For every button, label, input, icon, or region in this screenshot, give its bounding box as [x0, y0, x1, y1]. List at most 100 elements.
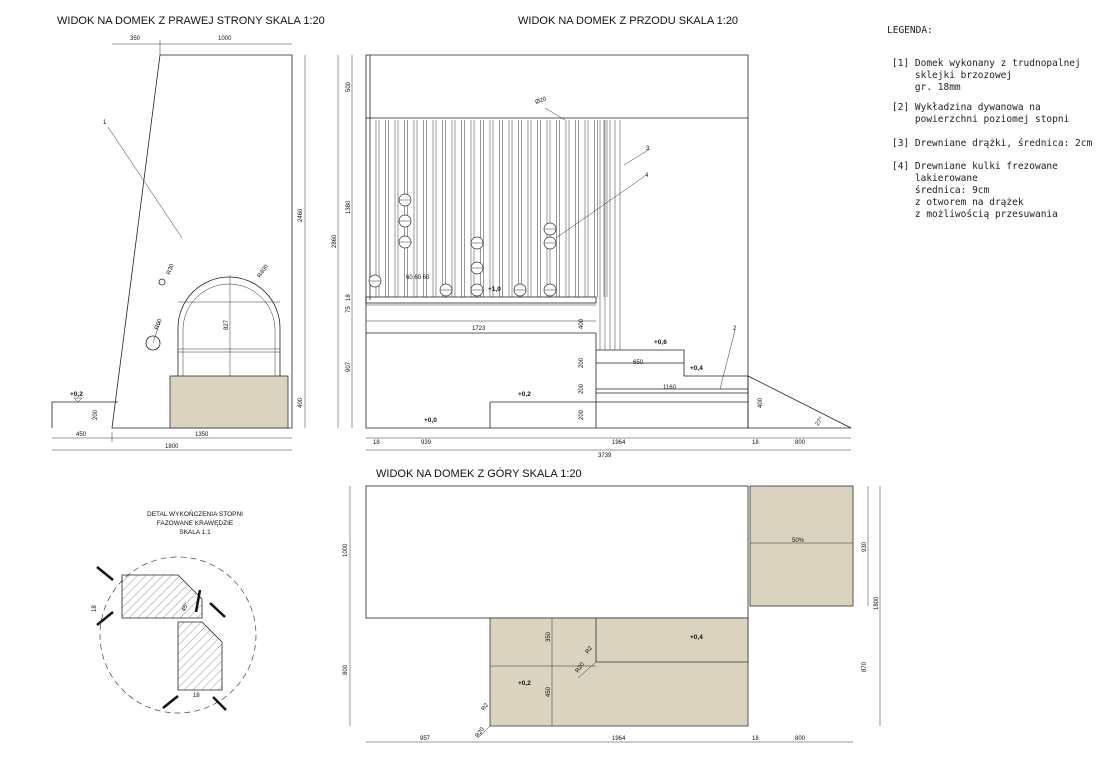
- front-dim-1380: 1380: [346, 200, 352, 214]
- front-stairs: [596, 349, 749, 428]
- legend-2-line1: [2] Wykładzina dywanowa na: [892, 102, 1041, 113]
- detail-riser-section: [177, 621, 223, 691]
- front-level-10: +1,0: [488, 286, 501, 293]
- top-dim-450: 450: [546, 686, 552, 697]
- side-arch: [177, 276, 281, 376]
- front-rods: [375, 120, 608, 297]
- side-callout-leader: [107, 126, 183, 239]
- legend-4-line2: lakierowane: [892, 173, 978, 184]
- front-dim-2860: 2860: [332, 234, 338, 248]
- side-dim-2460: 2460: [298, 208, 304, 222]
- front-dim-1160: 1160: [663, 385, 677, 391]
- top-r2a: R2: [585, 645, 595, 655]
- top-r-leader1: [577, 661, 597, 679]
- top-level-02: +0,2: [518, 680, 531, 687]
- legend-4-line4: z otworem na drążek: [892, 197, 1024, 208]
- top-dim-800: 800: [795, 736, 806, 742]
- legend-1-line3: gr. 18mm: [892, 82, 961, 93]
- detail-cut-mark-3: [194, 589, 202, 613]
- front-dim-400: 400: [579, 318, 585, 329]
- side-level-02: +0,2: [70, 391, 83, 398]
- top-house-roof: [365, 485, 749, 619]
- top-dim-350: 350: [546, 631, 552, 642]
- front-callout-3-leader: [623, 148, 651, 166]
- side-hole-large: [145, 335, 161, 351]
- detail-cut-mark-2: [96, 611, 114, 626]
- detail-cut-mark-4: [209, 602, 226, 618]
- legend-2-line2: powierzchni poziomej stopni: [892, 114, 1070, 125]
- front-rod-spacing: 60 60 60: [406, 275, 430, 281]
- side-carpet-platform: [169, 375, 289, 429]
- side-dim-400: 400: [298, 397, 304, 408]
- legend-4-line5: z możliwością przesuwania: [892, 209, 1058, 220]
- top-r-leader2: [477, 725, 491, 739]
- side-dim-r30: R30: [166, 263, 176, 276]
- detail-angle: 45°: [181, 602, 190, 613]
- side-hole-leader: [152, 321, 161, 344]
- front-level-06: +0,6: [654, 339, 667, 346]
- top-view-title: WIDOK NA DOMEK Z GÓRY SKALA 1:20: [376, 467, 582, 480]
- detail-title-line2: FAZOWANE KRAWĘDZIE: [157, 520, 234, 527]
- top-dim-870: 870: [862, 661, 868, 672]
- side-arch-inner: [182, 283, 276, 376]
- front-dim-b18b: 18: [752, 440, 759, 446]
- detail-cut-mark-5: [162, 695, 179, 709]
- detail-cut-mark-6: [212, 696, 227, 711]
- front-callout-4-leader: [555, 175, 646, 239]
- side-hole-small: [158, 278, 166, 286]
- side-callout-1: 1: [103, 120, 107, 126]
- top-r20a: R20: [575, 661, 587, 674]
- top-dim-1964: 1964: [612, 736, 626, 742]
- front-level-04: +0,4: [690, 365, 703, 372]
- front-callout-2-leader: [719, 329, 736, 390]
- legend-1-line1: [1] Domek wykonany z trudnopalnej: [892, 58, 1081, 69]
- top-slope: 50%: [792, 538, 805, 544]
- front-dim-907: 907: [346, 361, 352, 372]
- top-dim-930: 930: [862, 541, 868, 552]
- top-dim-1000: 1000: [343, 543, 349, 557]
- detail-cut-mark-1: [96, 566, 114, 581]
- front-dim-angle: 27°: [815, 416, 825, 427]
- top-view: 50% +0,4 +0,2 1000 800 350 450 930 1800 …: [343, 485, 881, 743]
- front-dim-200b: 200: [579, 383, 585, 394]
- front-callout-4: 4: [645, 173, 649, 179]
- detail-tread-section: [121, 574, 203, 619]
- front-dim-18: 18: [346, 294, 352, 301]
- top-r20b: R20: [475, 726, 487, 739]
- front-dim-b800: 800: [795, 440, 806, 446]
- front-rod-diameter: Ø20: [535, 96, 548, 106]
- front-dim-3739: 3739: [598, 453, 612, 459]
- side-dim-r400: R400: [257, 263, 271, 279]
- front-level-00: +0,0: [424, 417, 437, 424]
- front-dim-500: 500: [346, 81, 352, 92]
- side-view-title: WIDOK NA DOMEK Z PRAWEJ STRONY SKALA 1:2…: [57, 15, 325, 27]
- side-house-outline: [111, 54, 293, 429]
- top-level-04: +0,4: [690, 634, 703, 641]
- front-side-rods: [599, 120, 621, 350]
- front-dim-75: 75: [346, 306, 352, 313]
- side-dim-200: 200: [93, 409, 99, 420]
- front-balls: [368, 193, 557, 297]
- front-dim-b1964: 1964: [612, 440, 626, 446]
- side-dim-450: 450: [76, 432, 87, 438]
- detail-dim-18b: 18: [193, 693, 200, 699]
- legend: LEGENDA: [1] Domek wykonany z trudnopaln…: [887, 25, 1092, 220]
- detail-title-line1: DETAL WYKOŃCZENIA STOPNI: [147, 509, 243, 518]
- front-dim-200c: 200: [579, 409, 585, 420]
- side-dim-1350: 1350: [195, 432, 209, 438]
- top-dim-957: 957: [420, 736, 431, 742]
- legend-3-line1: [3] Drewniane drążki, średnica: 2cm: [892, 138, 1092, 149]
- side-dim-1000: 1000: [218, 36, 232, 42]
- front-upper-platform: [365, 296, 597, 304]
- side-dim-350: 350: [130, 36, 141, 42]
- top-dim-1800: 1800: [874, 596, 880, 610]
- detail-title-line3: SKALA 1:1: [179, 529, 211, 536]
- legend-1-line2: sklejki brzozowej: [892, 70, 1012, 81]
- front-view-title: WIDOK NA DOMEK Z PRZODU SKALA 1:20: [518, 15, 738, 27]
- front-level-02: +0,2: [518, 391, 531, 398]
- side-view: 1 350 1000 2460 400 827 200 R400 R30 R60…: [51, 36, 306, 451]
- front-dim-650: 650: [633, 360, 644, 366]
- front-ramp: [747, 375, 852, 429]
- legend-4-line3: średnica: 9cm: [892, 185, 990, 196]
- legend-4-line1: [4] Drewniane kulki frezowane: [892, 161, 1058, 172]
